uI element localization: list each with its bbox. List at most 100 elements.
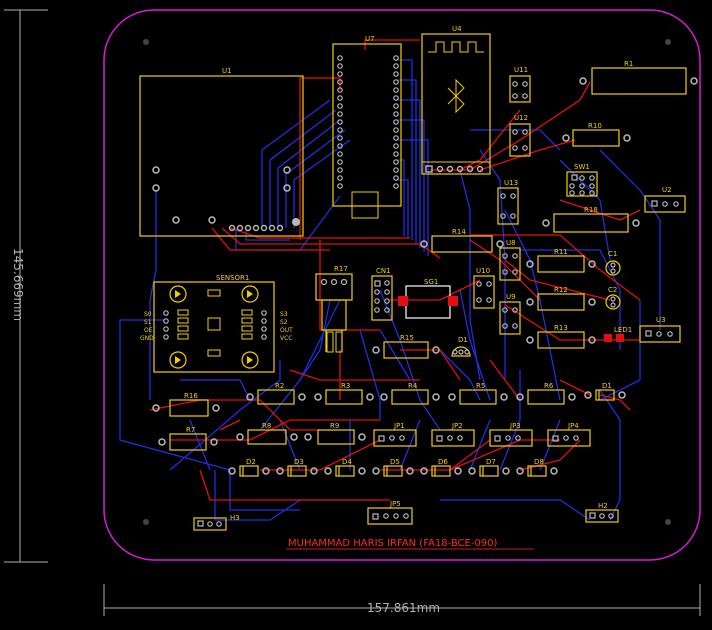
component-sw1: SW1 (566, 163, 598, 197)
component-r10: R10 (562, 122, 631, 147)
svg-text:R10: R10 (588, 122, 602, 130)
component-r4: R4 (380, 382, 440, 405)
svg-text:D4: D4 (342, 458, 352, 466)
svg-text:D6: D6 (438, 458, 448, 466)
component-c2: C2 (605, 286, 621, 310)
svg-text:C2: C2 (608, 286, 617, 294)
svg-text:U8: U8 (506, 239, 516, 247)
component-q1: D1 (451, 336, 471, 357)
component-d8: D8 (516, 458, 558, 477)
component-r18: R18 (542, 206, 640, 233)
component-u4: U4 (421, 25, 491, 175)
svg-text:S1: S1 (144, 319, 152, 326)
svg-text:H2: H2 (598, 502, 608, 510)
svg-text:S0: S0 (144, 311, 152, 318)
author-label: MUHAMMAD HARIS IRFAN (FA18-BCE-090) (288, 538, 498, 549)
height-dimension (4, 9, 48, 563)
svg-text:U1: U1 (222, 67, 232, 75)
svg-text:D1: D1 (602, 382, 612, 390)
svg-text:JP1: JP1 (393, 422, 405, 430)
component-r11: R11 (526, 248, 596, 273)
width-dimension-label: 157.861mm (367, 601, 440, 615)
svg-text:D3: D3 (294, 458, 304, 466)
component-d7: D7 (468, 458, 510, 477)
svg-text:U2: U2 (662, 186, 672, 194)
svg-text:R8: R8 (262, 422, 271, 430)
component-r6: R6 (516, 382, 576, 405)
height-dimension-label: 145.669mm (11, 248, 25, 321)
component-r8: R8 (236, 422, 298, 445)
component-d2: D2 (228, 458, 270, 477)
component-cn1: CN1 (371, 267, 393, 321)
component-d3: D3 (276, 458, 318, 477)
component-r12: R12 (526, 286, 596, 311)
diode-row: D2 D3 D4 D5 D6 (228, 458, 558, 477)
component-r7: R7 (158, 426, 218, 451)
svg-text:S2: S2 (280, 319, 288, 326)
component-u10: U10 (473, 267, 495, 309)
svg-text:GND: GND (140, 335, 154, 342)
svg-text:JP2: JP2 (451, 422, 463, 430)
svg-text:U13: U13 (504, 179, 518, 187)
svg-text:R5: R5 (476, 382, 485, 390)
component-jp1: JP1 (373, 422, 417, 447)
component-u9: U9 (499, 293, 521, 335)
svg-text:SG1: SG1 (424, 278, 438, 286)
svg-text:R17: R17 (334, 265, 348, 273)
component-jp3: JP3 (489, 422, 533, 447)
component-led1: LED1 (604, 326, 632, 342)
svg-text:R6: R6 (544, 382, 554, 390)
component-r9: R9 (304, 422, 366, 445)
width-dimension (103, 584, 701, 616)
component-h3: H3 (193, 514, 240, 531)
svg-text:OUT: OUT (280, 327, 293, 334)
component-jp4: JP4 (547, 422, 591, 447)
svg-text:U3: U3 (656, 316, 666, 324)
mounting-holes (143, 39, 671, 525)
component-d6: D6 (420, 458, 462, 477)
component-r13: R13 (526, 324, 596, 349)
component-jp2: JP2 (431, 422, 475, 447)
component-sg1: SG1 (398, 278, 458, 319)
svg-text:U4: U4 (452, 25, 462, 33)
svg-text:R16: R16 (184, 392, 198, 400)
svg-text:JP4: JP4 (567, 422, 579, 430)
svg-text:R3: R3 (341, 382, 350, 390)
svg-text:D7: D7 (486, 458, 496, 466)
svg-text:R12: R12 (554, 286, 568, 294)
component-r1: R1 (579, 60, 698, 95)
svg-text:D2: D2 (246, 458, 256, 466)
svg-text:SW1: SW1 (574, 163, 590, 171)
svg-text:R15: R15 (400, 334, 414, 342)
component-u2: U2 (644, 186, 686, 213)
svg-text:U7: U7 (365, 35, 375, 43)
svg-text:OE: OE (144, 327, 153, 334)
svg-text:U9: U9 (506, 293, 516, 301)
component-sensor1: SENSOR1 S0 S1 OE GND S3 S2 OUT VCC (140, 274, 293, 373)
svg-text:CN1: CN1 (376, 267, 391, 275)
svg-text:JP5: JP5 (389, 500, 401, 508)
svg-text:D5: D5 (390, 458, 400, 466)
board-outline (103, 9, 701, 561)
svg-text:R4: R4 (408, 382, 418, 390)
component-r2: R2 (246, 382, 306, 405)
component-u7: U7 (332, 35, 402, 219)
svg-text:H3: H3 (230, 514, 240, 522)
svg-text:SENSOR1: SENSOR1 (216, 274, 249, 282)
svg-text:D8: D8 (534, 458, 544, 466)
component-u8: U8 (499, 239, 521, 281)
svg-text:R11: R11 (554, 248, 568, 256)
component-d4: D4 (324, 458, 366, 477)
component-r14: R14 (420, 228, 504, 253)
component-u3: U3 (639, 316, 681, 343)
svg-text:R18: R18 (584, 206, 598, 214)
component-c1: C1 (605, 250, 621, 276)
svg-text:R13: R13 (554, 324, 568, 332)
svg-text:U10: U10 (476, 267, 490, 275)
svg-text:JP3: JP3 (509, 422, 521, 430)
svg-text:D1: D1 (458, 336, 468, 344)
svg-text:R2: R2 (275, 382, 284, 390)
component-r15: R15 (372, 334, 440, 359)
component-u1: U1 (139, 67, 304, 237)
svg-text:U12: U12 (514, 114, 528, 122)
